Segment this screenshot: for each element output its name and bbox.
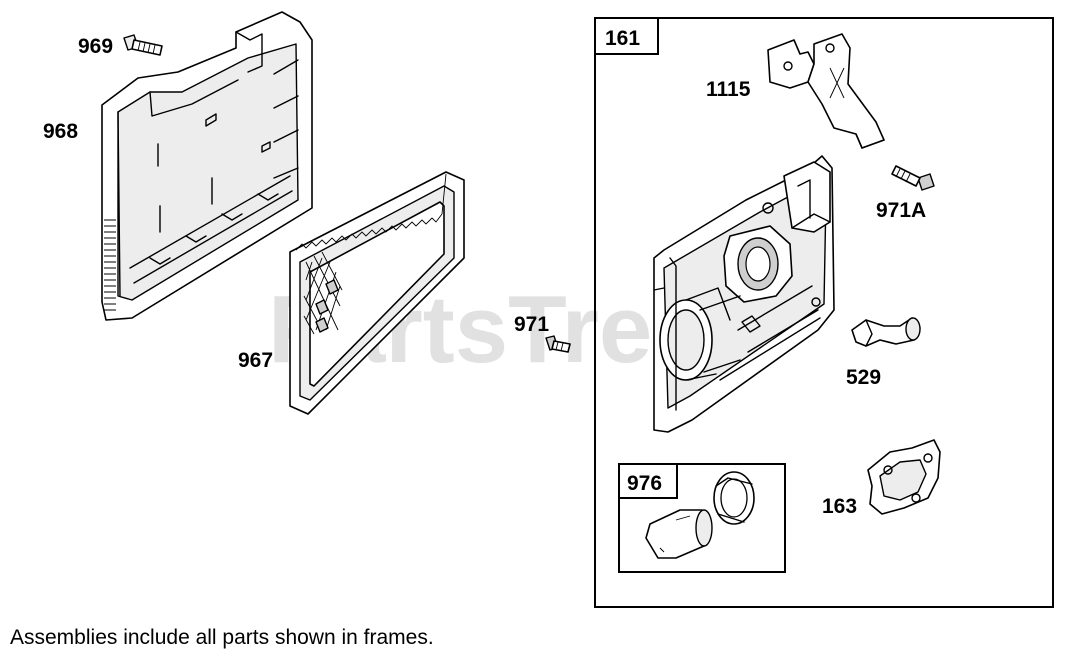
screw-969-drawing[interactable] (123, 34, 163, 56)
callout-968[interactable]: 968 (43, 120, 78, 143)
callout-971a[interactable]: 971A (876, 199, 926, 222)
breather-tube-529-drawing[interactable] (851, 317, 921, 347)
callout-971[interactable]: 971 (514, 313, 549, 336)
subassembly-frame-976: 976 (618, 463, 786, 573)
air-filter-cartridge-967-drawing[interactable] (289, 171, 465, 415)
gasket-163-drawing[interactable] (867, 439, 941, 515)
callout-969[interactable]: 969 (78, 35, 113, 58)
assembly-frame-161: 161 (594, 17, 1054, 608)
callout-529[interactable]: 529 (846, 366, 881, 389)
footnote: Assemblies include all parts shown in fr… (10, 626, 434, 649)
callout-967[interactable]: 967 (238, 349, 273, 372)
screw-971-drawing[interactable] (545, 335, 571, 353)
bracket-1115-drawing[interactable] (767, 33, 885, 149)
frame-label-161: 161 (605, 27, 640, 50)
frame-label-976: 976 (627, 472, 662, 495)
callout-163[interactable]: 163 (822, 495, 857, 518)
air-cleaner-cover-968-drawing[interactable] (101, 11, 313, 321)
callout-1115[interactable]: 1115 (706, 78, 751, 101)
pre-cleaner-976-drawing[interactable] (645, 471, 755, 559)
air-cleaner-base-161-drawing[interactable] (653, 155, 835, 433)
screw-971a-drawing[interactable] (891, 165, 935, 191)
